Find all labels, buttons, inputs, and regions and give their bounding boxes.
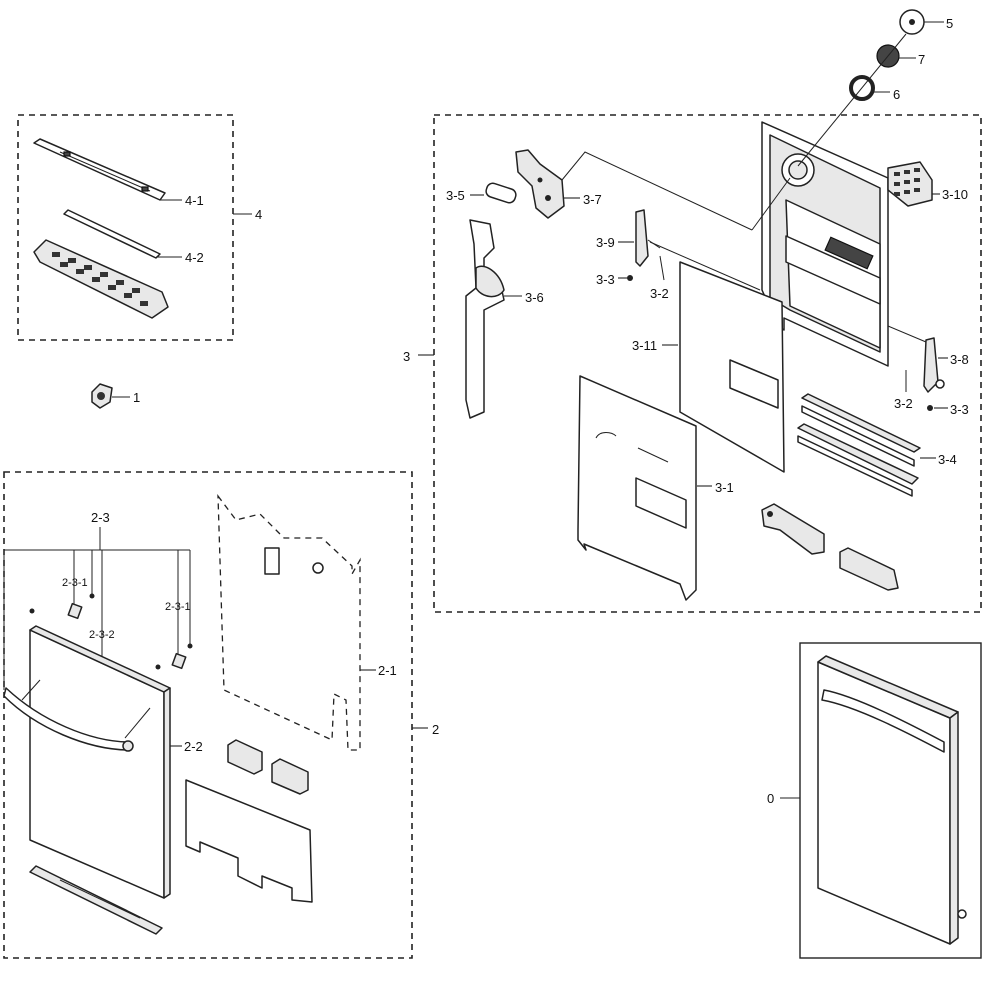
callout-2-1: 2-1 [378, 663, 397, 678]
part-3-11 [679, 261, 785, 473]
group-2-boundary [3, 471, 413, 959]
part-4-grille [33, 239, 169, 319]
callout-2-2: 2-2 [184, 739, 203, 754]
group-2-assembly: 2-3 2-3-1 2-3-1 2-3-2 2-2 [3, 471, 439, 959]
callout-3-11: 3-11 [632, 338, 657, 353]
callout-3-4: 3-4 [938, 452, 957, 467]
group-3-boundary [433, 114, 982, 613]
callout-3-2-left: 3-2 [650, 286, 669, 301]
part-3-10 [887, 161, 933, 207]
assembly-line-5-to-frame [797, 33, 907, 167]
part-3-7 [515, 149, 565, 219]
callout-2-3-1-right: 2-3-1 [165, 601, 191, 613]
group-4-assembly: 4-1 4-2 4 [17, 114, 262, 341]
callout-3-9: 3-9 [596, 235, 615, 250]
part-3-1 [577, 375, 697, 601]
callout-2: 2 [432, 722, 439, 737]
callout-2-3-1-left: 2-3-1 [62, 577, 88, 589]
part-inner-door-frame [761, 121, 889, 367]
callout-4: 4 [255, 207, 262, 222]
callout-3-10: 3-10 [942, 187, 968, 202]
callout-3-1: 3-1 [715, 480, 734, 495]
group-3-assembly: 3-10 5 7 6 3-7 3 [403, 9, 982, 613]
callout-7: 7 [918, 52, 925, 67]
callout-1: 1 [133, 390, 140, 405]
callout-2-3-2: 2-3-2 [89, 629, 115, 641]
callout-3-7: 3-7 [583, 192, 602, 207]
part-3-5 [485, 182, 517, 204]
part-2-1-insulation [217, 493, 361, 751]
callout-2-3-bracket [3, 527, 191, 740]
part-0-complete-door: 0 [767, 642, 982, 959]
part-2-lower-panel [185, 779, 313, 903]
callout-4-2: 4-2 [185, 250, 204, 265]
part-3-4-rails [797, 393, 921, 497]
part-2-3-1-right [171, 652, 187, 670]
callout-6: 6 [893, 87, 900, 102]
part-1-clip: 1 [91, 383, 140, 409]
part-2-3-2-handle [3, 679, 151, 752]
callout-2-3: 2-3 [91, 510, 110, 525]
assembly-line-3-7 [561, 151, 753, 231]
callout-0: 0 [767, 791, 774, 806]
callout-3-8: 3-8 [950, 352, 969, 367]
callout-3-5: 3-5 [446, 188, 465, 203]
part-2-bottom-strip [29, 865, 163, 935]
part-4-1 [33, 138, 166, 201]
callout-3-6: 3-6 [525, 290, 544, 305]
part-5-seal [899, 9, 925, 35]
part-2-1-cutout [264, 547, 280, 575]
part-0-boundary [799, 642, 982, 959]
part-3-8 [905, 337, 945, 411]
callout-5: 5 [946, 16, 953, 31]
part-3-6 [465, 219, 505, 419]
callout-3-3-left: 3-3 [596, 272, 615, 287]
callout-3-3-right: 3-3 [950, 402, 969, 417]
part-2-2-door-panel [29, 625, 171, 899]
part-3-9 [627, 209, 665, 281]
part-3-lower-brackets [761, 503, 899, 591]
part-2-3-1-left [67, 602, 83, 620]
callout-3-2-right: 3-2 [894, 396, 913, 411]
callout-3: 3 [403, 349, 410, 364]
callout-4-1: 4-1 [185, 193, 204, 208]
part-2-blocks [227, 739, 309, 795]
part-4-2 [63, 209, 161, 259]
